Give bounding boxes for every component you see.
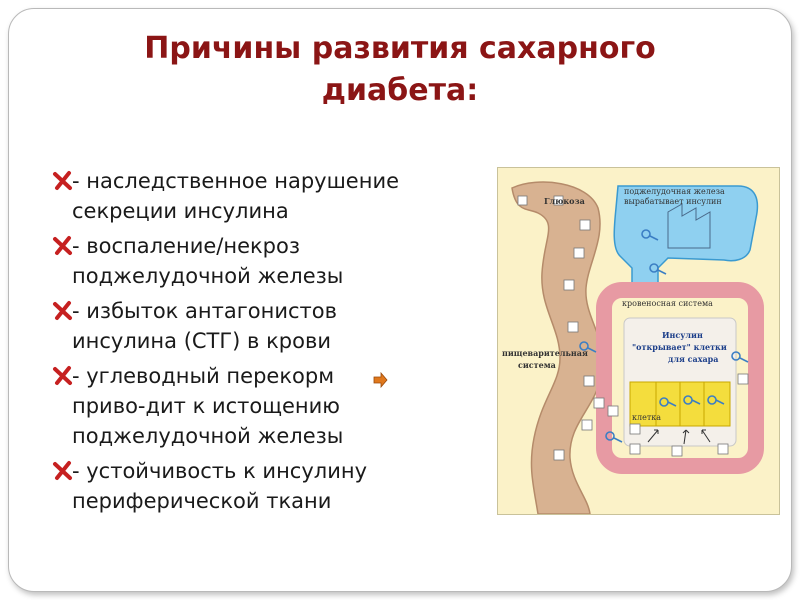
bullet-line: периферической ткани <box>72 489 332 513</box>
blood-vessel <box>596 282 764 474</box>
x-mark-icon <box>53 171 72 190</box>
bullet-item: - воспаление/некроз поджелудочной железы <box>52 231 492 291</box>
bullet-item: - избыток антагонистов инсулина (СТГ) в … <box>52 296 492 356</box>
bullet-line: - воспаление/некроз <box>72 234 301 258</box>
pancreas-label-2: вырабатывает инсулин <box>624 197 722 206</box>
bullet-item: - устойчивость к инсулину периферической… <box>52 456 492 516</box>
x-mark-icon <box>53 301 72 320</box>
bullet-line: - устойчивость к инсулину <box>72 459 368 483</box>
intestine-shape <box>511 181 604 514</box>
x-mark-icon <box>53 236 72 255</box>
insulin-label-1: Инсулин <box>662 330 703 340</box>
glucose-label: Глюкоза <box>544 196 585 206</box>
x-mark-icon <box>53 461 72 480</box>
bullet-item: - наследственное нарушение секреции инсу… <box>52 166 492 226</box>
pancreas-shape <box>613 185 759 287</box>
x-mark-icon <box>53 366 72 385</box>
bullet-line: - наследственное нарушение <box>72 169 400 193</box>
digestive-label-1: пищеварительная <box>502 348 588 358</box>
diagram-illustration: Глюкоза поджелудочная железа вырабатывае… <box>502 181 764 514</box>
title-line-1: Причины развития сахарного <box>144 31 656 66</box>
uptake-arrows <box>647 429 711 445</box>
sugar-cubes <box>517 195 749 461</box>
arrow-right-icon <box>373 372 388 388</box>
insulin-label-2: "открывает" клетки <box>632 342 727 352</box>
bullet-line: поджелудочной железы <box>72 424 344 448</box>
blood-label: кровеносная система <box>622 299 713 308</box>
bullet-item: - углеводный перекорм приво-дит к истоще… <box>52 361 492 451</box>
bullet-line: секреции инсулина <box>72 199 289 223</box>
bullet-line: - углеводный перекорм <box>72 364 335 388</box>
slide-title: Причины развития сахарного диабета: <box>90 28 710 112</box>
diabetes-diagram: Глюкоза поджелудочная железа вырабатывае… <box>497 167 780 515</box>
title-line-2: диабета: <box>321 73 479 108</box>
pancreas-label-1: поджелудочная железа <box>624 187 725 196</box>
bullet-line: поджелудочной железы <box>72 264 344 288</box>
insulin-label-3: для сахара <box>668 354 718 364</box>
digestive-label-2: система <box>518 360 556 370</box>
insulin-keys <box>579 229 749 443</box>
cell-label: клетка <box>632 413 661 422</box>
factory-sketch <box>667 203 711 249</box>
bullet-line: - избыток антагонистов <box>72 299 338 323</box>
bullet-list: - наследственное нарушение секреции инсу… <box>52 166 492 521</box>
bullet-line: инсулина (СТГ) в крови <box>72 329 331 353</box>
bullet-line: приво-дит к истощению <box>72 394 340 418</box>
